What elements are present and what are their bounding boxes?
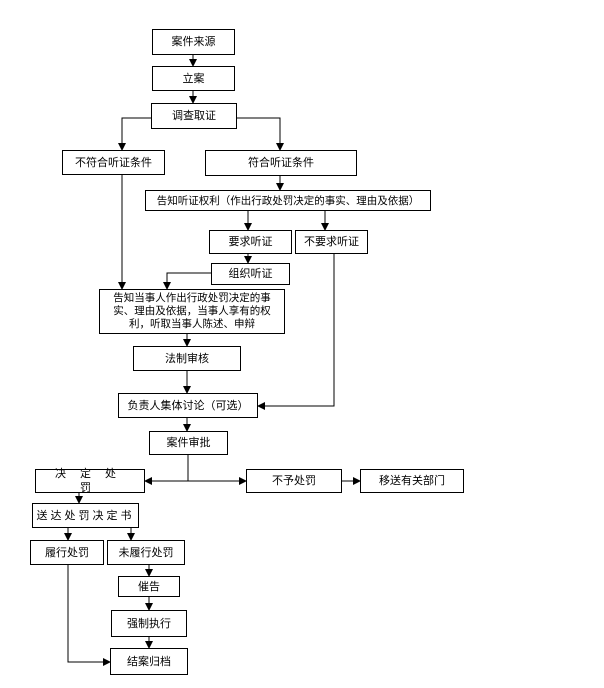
node-collective-discussion: 负责人集体讨论（可选） bbox=[118, 393, 258, 418]
arrow-organize-to-notify-party bbox=[163, 272, 211, 290]
node-label: 告知当事人作出行政处罚决定的事实、理由及依据，当事人享有的权利，听取当事人陈述、… bbox=[113, 292, 271, 330]
node-label: 决定处罚 bbox=[55, 467, 130, 494]
node-organize-hearing: 组织听证 bbox=[211, 263, 290, 285]
node-investigation: 调查取证 bbox=[151, 103, 237, 129]
node-case-source: 案件来源 bbox=[152, 29, 235, 55]
node-perform-penalty: 履行处罚 bbox=[30, 540, 104, 565]
node-no-penalty: 不予处罚 bbox=[246, 469, 342, 493]
node-enforce: 强制执行 bbox=[111, 610, 187, 637]
node-label: 调查取证 bbox=[172, 109, 216, 122]
node-label: 结案归档 bbox=[127, 654, 171, 668]
node-label: 要求听证 bbox=[228, 235, 273, 248]
node-transfer-department: 移送有关部门 bbox=[360, 469, 464, 493]
node-label: 案件审批 bbox=[166, 436, 211, 449]
arrow-perform-to-archive bbox=[67, 565, 111, 666]
node-label: 催告 bbox=[138, 579, 160, 593]
node-label: 告知听证权利（作出行政处罚决定的事实、理由及依据） bbox=[156, 194, 420, 207]
node-urge: 催告 bbox=[118, 576, 180, 597]
node-not-hearing-eligible: 不符合听证条件 bbox=[62, 150, 165, 175]
node-filing: 立案 bbox=[152, 66, 235, 91]
node-label: 送达处罚决定书 bbox=[36, 508, 135, 522]
node-close-archive: 结案归档 bbox=[110, 648, 188, 675]
node-request-hearing: 要求听证 bbox=[209, 230, 292, 254]
node-label: 不符合听证条件 bbox=[75, 155, 152, 169]
node-notify-party: 告知当事人作出行政处罚决定的事实、理由及依据，当事人享有的权利，听取当事人陈述、… bbox=[99, 289, 285, 334]
node-label: 案件来源 bbox=[171, 35, 216, 48]
node-not-perform-penalty: 未履行处罚 bbox=[107, 540, 185, 565]
arrow-no-request-to-discussion bbox=[257, 254, 335, 410]
node-label: 履行处罚 bbox=[45, 545, 89, 559]
node-decide-penalty: 决定处罚 bbox=[35, 467, 145, 494]
node-label: 组织听证 bbox=[228, 267, 273, 280]
node-notify-hearing-rights: 告知听证权利（作出行政处罚决定的事实、理由及依据） bbox=[145, 190, 431, 211]
node-label: 不予处罚 bbox=[272, 474, 316, 487]
node-case-approval: 案件审批 bbox=[149, 431, 228, 455]
node-legal-review: 法制审核 bbox=[133, 346, 241, 371]
node-no-request-hearing: 不要求听证 bbox=[295, 230, 368, 254]
node-label: 未履行处罚 bbox=[118, 545, 174, 559]
node-label: 移送有关部门 bbox=[379, 474, 445, 487]
node-label: 法制审核 bbox=[165, 351, 209, 365]
node-label: 符合听证条件 bbox=[248, 156, 314, 169]
node-label: 不要求听证 bbox=[304, 235, 359, 248]
arrow-investigation-to-not-eligible bbox=[118, 117, 151, 151]
node-label: 立案 bbox=[182, 71, 205, 85]
node-hearing-eligible: 符合听证条件 bbox=[205, 150, 357, 176]
node-label: 强制执行 bbox=[127, 616, 171, 630]
node-serve-decision: 送达处罚决定书 bbox=[32, 503, 139, 528]
node-label: 负责人集体讨论（可选） bbox=[127, 398, 249, 412]
arrow-investigation-to-eligible bbox=[237, 117, 284, 151]
